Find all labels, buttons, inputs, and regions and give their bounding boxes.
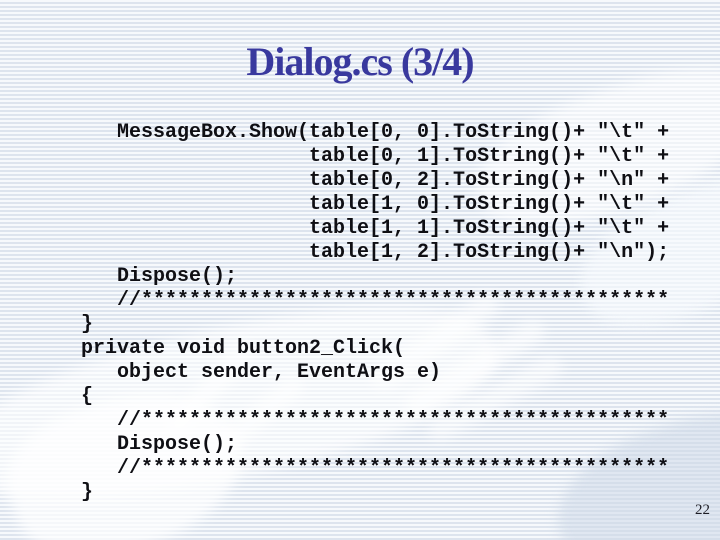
page-number: 22 — [695, 502, 710, 518]
code-block: MessageBox.Show(table[0, 0].ToString()+ … — [81, 121, 670, 504]
slide-title: Dialog.cs (3/4) — [246, 39, 474, 84]
